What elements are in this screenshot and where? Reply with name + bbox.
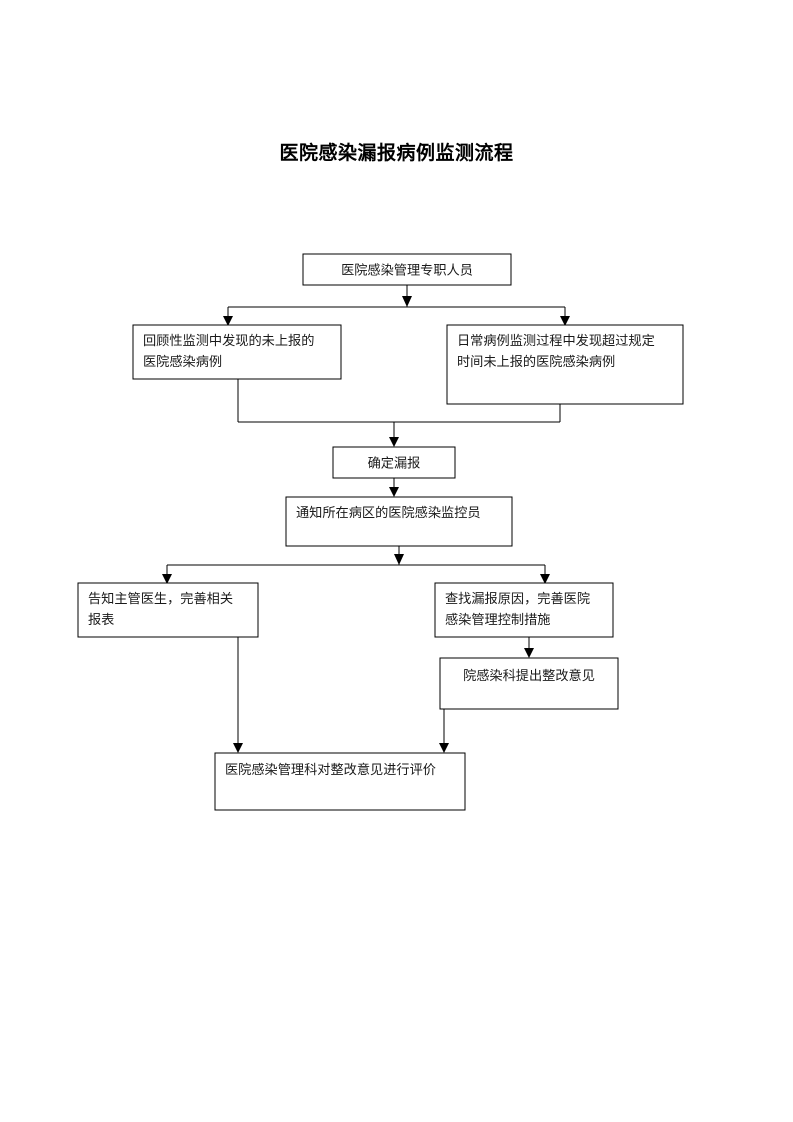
node-inform-doctor-complete-forms[interactable]: 告知主管医生，完善相关 报表 — [77, 582, 259, 638]
node-label-n3-line1: 日常病例监测过程中发现超过规定 — [457, 333, 655, 349]
node-label-n7-line2: 感染管理控制措施 — [445, 611, 551, 628]
arrowhead-into-n8 — [524, 648, 534, 658]
arrowhead-into-n3 — [560, 316, 570, 326]
arrowhead-into-n9-right — [439, 743, 449, 753]
node-department-rectification-opinion[interactable]: 院感染科提出整改意见 — [439, 657, 619, 710]
node-confirm-missed-report[interactable]: 确定漏报 — [332, 446, 456, 479]
node-label-n6-line2: 报表 — [88, 612, 114, 628]
arrowhead-into-n9-left — [233, 743, 243, 753]
connector-layer — [162, 285, 570, 753]
node-label-n2-line1: 回顾性监测中发现的未上报的 — [143, 333, 314, 349]
arrowhead-into-n5 — [389, 487, 399, 497]
node-label-n2-line2: 医院感染病例 — [143, 353, 222, 370]
node-label-n8: 院感染科提出整改意见 — [463, 667, 595, 684]
arrowhead-into-n7 — [540, 574, 550, 584]
node-label-n7-line1: 查找漏报原因，完善医院 — [445, 591, 590, 607]
node-label-n6-line1: 告知主管医生，完善相关 — [88, 590, 233, 607]
node-hospital-infection-staff[interactable]: 医院感染管理专职人员 — [302, 253, 512, 286]
node-routine-overdue-unreported-cases[interactable]: 日常病例监测过程中发现超过规定 时间未上报的医院感染病例 — [446, 324, 684, 405]
page-title: 医院感染漏报病例监测流程 — [279, 142, 514, 164]
node-evaluate-rectification[interactable]: 医院感染管理科对整改意见进行评价 — [214, 752, 466, 811]
node-notify-ward-monitor[interactable]: 通知所在病区的医院感染监控员 — [285, 496, 513, 547]
node-label-n1: 医院感染管理专职人员 — [341, 262, 473, 279]
node-find-cause-improve-controls[interactable]: 查找漏报原因，完善医院 感染管理控制措施 — [434, 582, 614, 638]
arrowhead-center-split — [402, 296, 412, 307]
arrowhead-into-n2 — [223, 316, 233, 326]
node-label-n3-line2: 时间未上报的医院感染病例 — [457, 353, 615, 370]
node-label-n9: 医院感染管理科对整改意见进行评价 — [225, 761, 436, 778]
node-label-n5: 通知所在病区的医院感染监控员 — [296, 504, 481, 521]
arrowhead-n5-split — [394, 554, 404, 565]
arrowhead-into-n4 — [389, 437, 399, 447]
node-retrospective-unreported-cases[interactable]: 回顾性监测中发现的未上报的 医院感染病例 — [132, 324, 342, 380]
arrowhead-into-n6 — [162, 574, 172, 584]
node-label-n4: 确定漏报 — [368, 456, 421, 472]
